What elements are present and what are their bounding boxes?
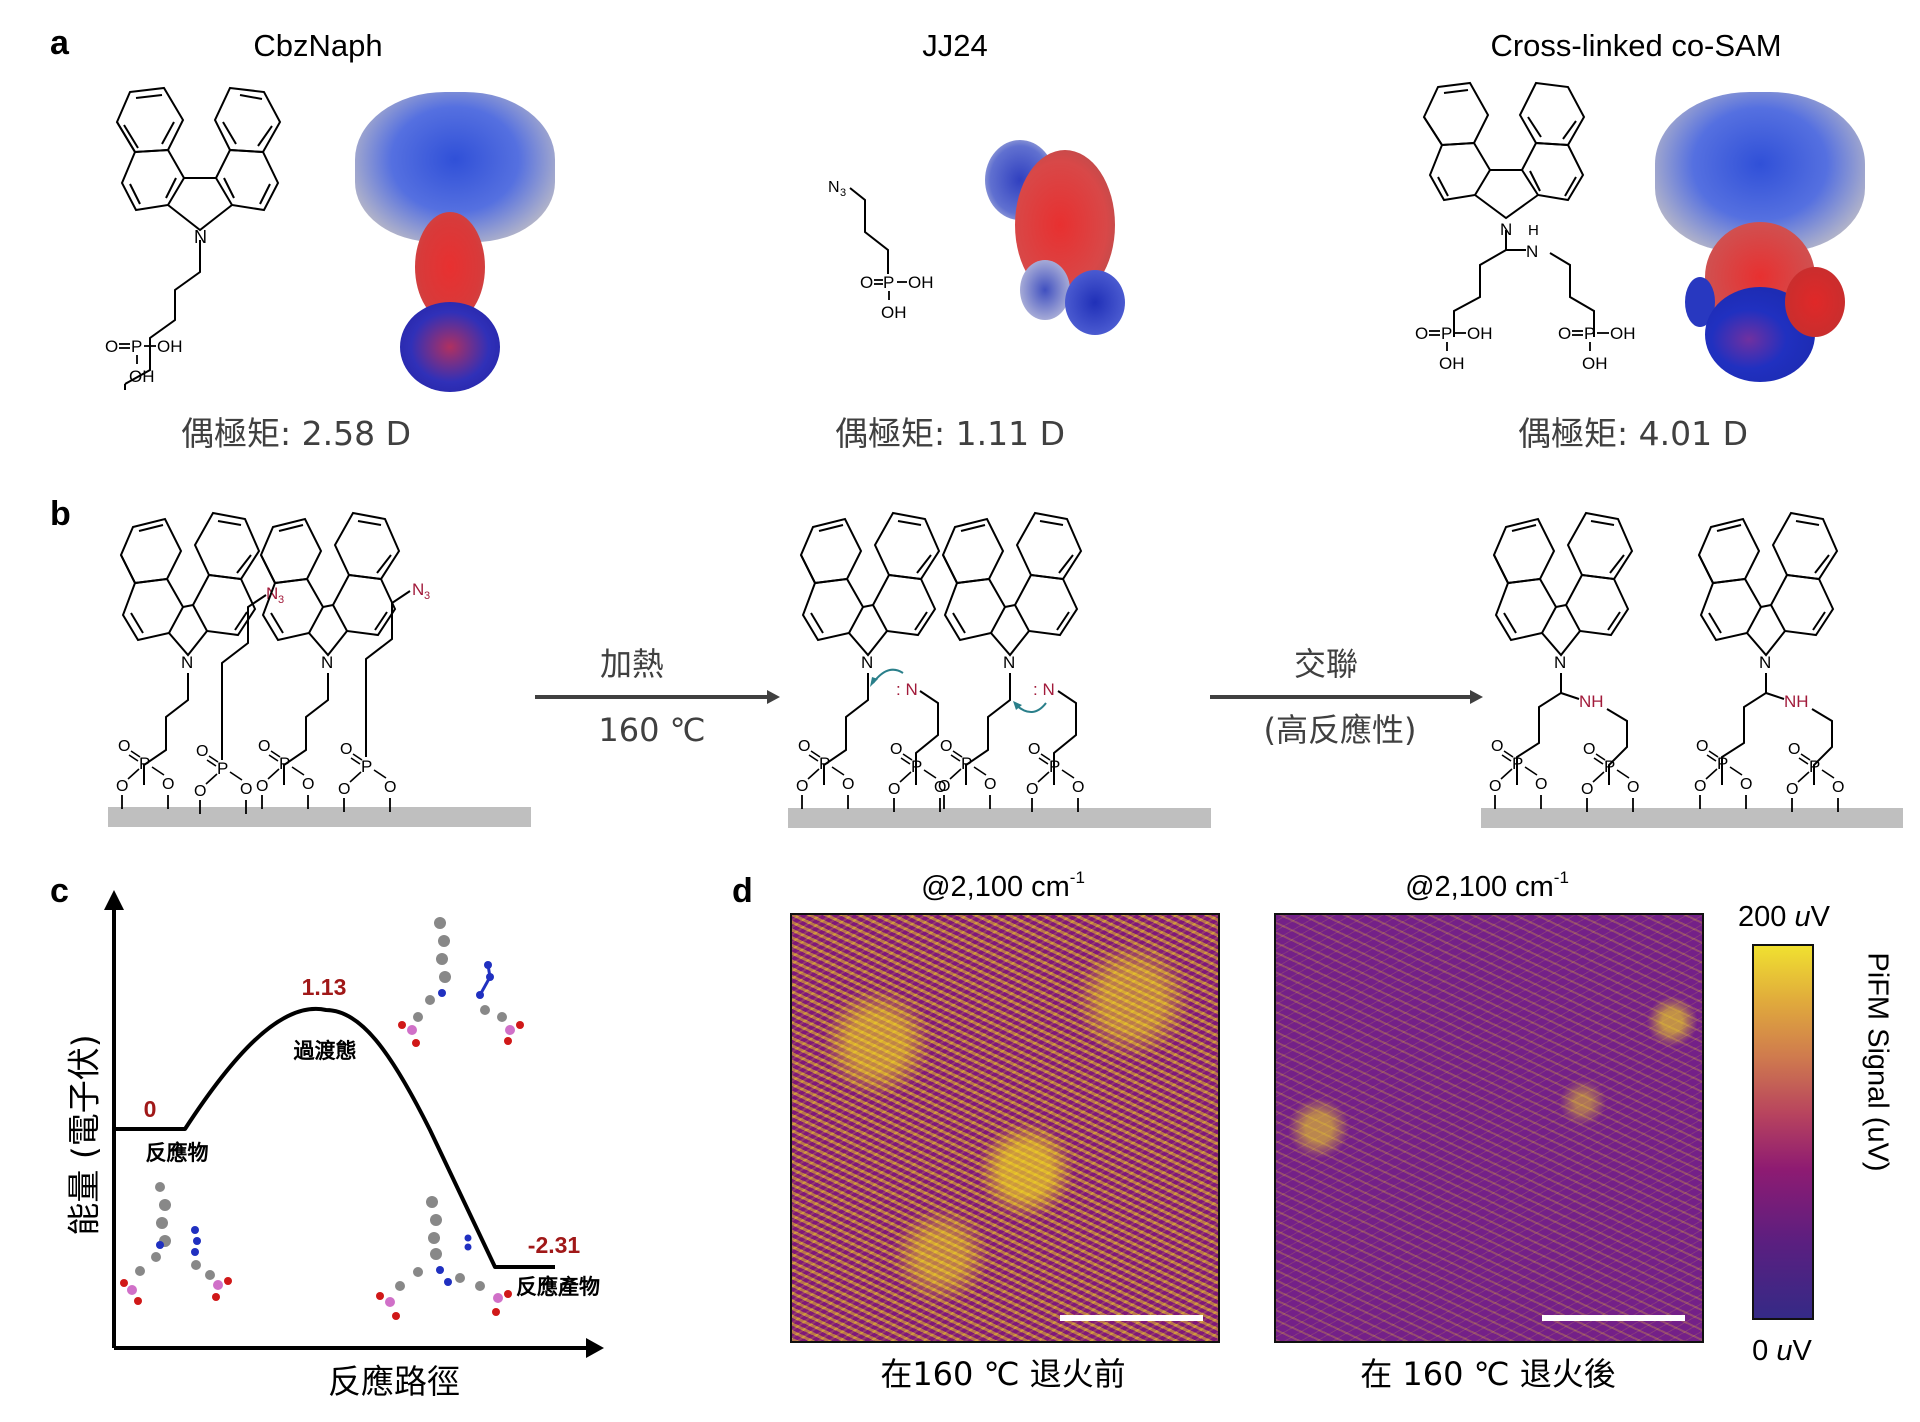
sam-crosslinked: NH NH	[1488, 512, 1846, 813]
svg-text:N: N	[194, 227, 207, 247]
heating-label: 加熱	[599, 645, 665, 683]
svg-text:3: 3	[278, 594, 284, 606]
cbznaph-phosphonic-acid: O P OH OH	[105, 337, 183, 386]
energy-curve	[114, 1006, 555, 1269]
colorbar-axis-label: PiFM Signal (uV)	[1861, 952, 1894, 1172]
svg-text:O: O	[1415, 324, 1428, 343]
colorbar-max-label: 200 uV	[1738, 901, 1830, 933]
molecule-title-crosslinked: Cross-linked co-SAM	[1490, 28, 1782, 63]
map-caption-after: 在 160 ℃ 退火後	[1360, 1355, 1616, 1393]
svg-text:OH: OH	[1467, 324, 1493, 343]
svg-text:N: N	[412, 580, 424, 599]
svg-text:P: P	[1584, 324, 1595, 343]
svg-text:3: 3	[840, 187, 846, 199]
x-axis-label: 反應路徑	[328, 1362, 460, 1401]
map-title-after: @2,100 cm-1	[1405, 868, 1569, 903]
svg-text:O: O	[860, 273, 873, 292]
energy-profile-chart	[104, 890, 604, 1358]
panel-label-d: d	[732, 872, 753, 910]
panel-label-a: a	[50, 24, 69, 62]
svg-text:OH: OH	[129, 367, 155, 386]
svg-text:N: N	[828, 179, 840, 196]
colorbar-min-label: 0 uV	[1752, 1335, 1812, 1367]
state-label-product: 反應產物	[516, 1275, 600, 1299]
dipole-crosslinked: 偶極矩: 4.01 D	[1518, 414, 1748, 453]
colorbar	[1752, 944, 1814, 1320]
panel-label-b: b	[50, 495, 71, 533]
svg-text:N: N	[1526, 242, 1538, 261]
pifm-map-after-annealing	[1274, 913, 1704, 1343]
svg-text:OH: OH	[157, 337, 183, 356]
dipole-cbznaph: 偶極矩: 2.58 D	[181, 414, 411, 453]
reaction-arrow-heating	[535, 690, 780, 704]
svg-text:OH: OH	[908, 273, 934, 292]
cbznaph-structure: N	[115, 86, 282, 390]
sam-initial-molecules: N O P O O N 3 N 3	[115, 512, 430, 815]
scale-bar	[1060, 1315, 1203, 1321]
temperature-label: 160 ℃	[598, 711, 706, 749]
svg-text:3: 3	[424, 590, 430, 602]
substrate-3	[1481, 808, 1903, 828]
substrate-1	[108, 807, 531, 827]
crosslinked-structure: N H N	[1422, 81, 1595, 337]
state-label-transition: 過渡態	[293, 1039, 357, 1063]
crosslinking-label: 交聯	[1293, 645, 1359, 683]
energy-value-transition: 1.13	[301, 974, 347, 1000]
state-label-reactant: 反應物	[145, 1141, 209, 1165]
substrate-2	[788, 808, 1211, 828]
svg-text:O: O	[1558, 324, 1571, 343]
svg-text:: N: : N	[1033, 680, 1055, 699]
svg-text:OH: OH	[1439, 354, 1465, 373]
svg-text:H: H	[1528, 222, 1539, 239]
dipole-jj24: 偶極矩: 1.11 D	[835, 414, 1065, 453]
svg-text:N: N	[1500, 220, 1512, 239]
reactant-3d-model	[120, 1182, 232, 1305]
energy-value-product: -2.31	[527, 1232, 581, 1258]
panel-label-c: c	[50, 872, 69, 910]
high-reactivity-label: (高反應性)	[1263, 711, 1417, 749]
y-axis-arrow-icon	[104, 890, 124, 910]
svg-text:OH: OH	[1610, 324, 1636, 343]
map-title-before: @2,100 cm-1	[921, 868, 1085, 903]
svg-text:OH: OH	[881, 303, 907, 322]
map-caption-before: 在160 ℃ 退火前	[880, 1355, 1126, 1393]
svg-text:OH: OH	[1582, 354, 1608, 373]
svg-text:P: P	[1441, 324, 1452, 343]
y-axis-label: 能量 (電子伏)	[64, 1034, 104, 1236]
svg-text:O: O	[105, 337, 118, 356]
svg-text:P: P	[131, 337, 142, 356]
product-3d-model	[376, 1196, 512, 1320]
svg-text:P: P	[883, 273, 894, 292]
x-axis-arrow-icon	[586, 1338, 604, 1358]
energy-value-reactant: 0	[143, 1096, 157, 1122]
pifm-map-before-annealing	[790, 913, 1220, 1343]
sam-nitrene-intermediate: : N : N	[795, 512, 1086, 813]
reaction-arrow-crosslinking	[1210, 690, 1483, 704]
cbznaph-esp-surface	[355, 92, 555, 402]
crosslinked-esp-surface	[1655, 92, 1865, 382]
svg-text:NH: NH	[1579, 692, 1604, 711]
svg-text:: N: : N	[896, 680, 918, 699]
transition-state-3d-model	[398, 917, 524, 1047]
jj24-esp-surface	[985, 140, 1125, 335]
crosslinked-phosphonic-acids: O P OH OH O P OH OH	[1415, 324, 1636, 373]
molecule-title-jj24: JJ24	[922, 28, 988, 63]
molecule-title-cbznaph: CbzNaph	[253, 28, 383, 63]
svg-text:NH: NH	[1784, 692, 1809, 711]
scale-bar	[1542, 1315, 1685, 1321]
